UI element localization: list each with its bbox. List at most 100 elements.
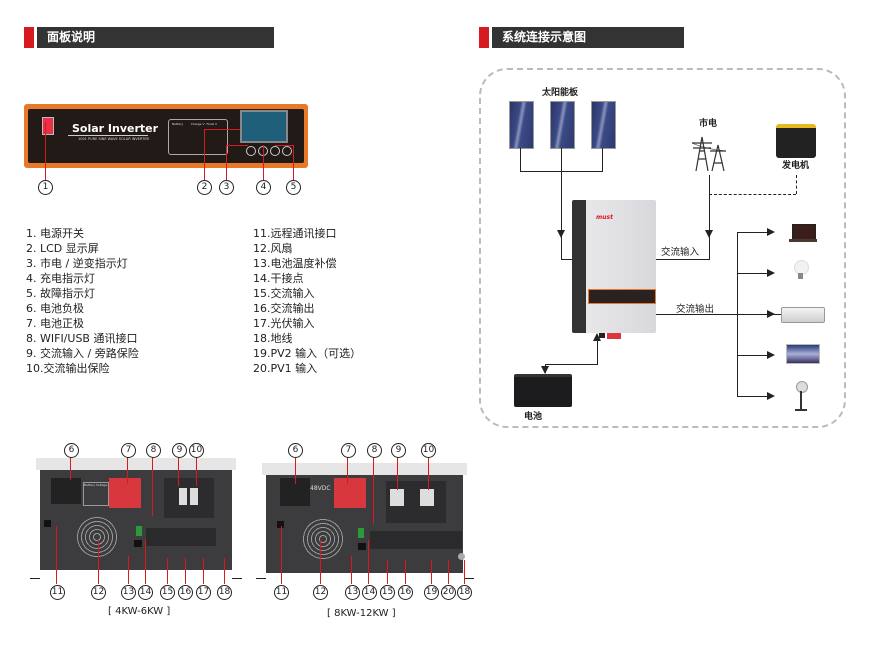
breaker-plate (164, 478, 214, 518)
brand-text: Solar Inverter (72, 122, 159, 135)
inverter-battery-terminal (599, 333, 605, 338)
callout-line-7 (127, 456, 128, 484)
wire (656, 259, 710, 260)
battery-negative-terminal (51, 478, 81, 504)
callout-12: 12 (313, 585, 328, 600)
callout-line-15 (167, 558, 168, 584)
callout-line-19 (431, 560, 432, 584)
legend-item: 8. WIFI/USB 通讯接口 (26, 332, 138, 345)
temp-sensor-port (134, 540, 142, 547)
legend-item: 13.电池温度补偿 (253, 257, 337, 270)
header-accent (479, 27, 489, 48)
callout-line-14 (368, 540, 369, 584)
ac-input-breaker (390, 489, 404, 506)
diagram-frame (479, 68, 846, 428)
ac-input-breaker (179, 488, 187, 505)
callout-line-10 (428, 456, 429, 490)
arrow-right-icon (767, 392, 775, 400)
callout-16: 16 (178, 585, 193, 600)
callout-line-3h (226, 145, 248, 146)
legend-item: 16.交流输出 (253, 302, 315, 315)
callout-line-12 (320, 540, 321, 584)
callout-16: 16 (398, 585, 413, 600)
arrow-right-icon (767, 351, 775, 359)
power-switch (42, 117, 54, 135)
callout-18: 18 (457, 585, 472, 600)
legend-item: 1. 电源开关 (26, 227, 84, 240)
section-header-system-diagram: 系统连接示意图 (479, 27, 684, 48)
rear-panel-4kw-6kw: Battery Voltage (36, 458, 236, 578)
legend-item: 4. 充电指示灯 (26, 272, 95, 285)
callout-line-8 (152, 456, 153, 516)
temp-sensor-port (358, 543, 366, 550)
callout-line-16 (185, 558, 186, 584)
inverter-red-terminal (607, 333, 621, 339)
legend-item: 11.远程通讯接口 (253, 227, 337, 240)
brand-underline (68, 135, 148, 136)
laptop-icon (789, 224, 817, 242)
callout-line-13 (351, 556, 352, 584)
battery-voltage-label: 48VDC (310, 485, 331, 492)
section-header-panel-description: 面板说明 (24, 27, 274, 48)
arrow-right-icon (767, 269, 775, 277)
fan-icon (791, 381, 811, 411)
legend-item: 17.光伏输入 (253, 317, 315, 330)
wire (656, 314, 781, 315)
callout-4: 4 (256, 180, 271, 195)
callout-18: 18 (217, 585, 232, 600)
battery-voltage-label: Battery Voltage (83, 482, 109, 506)
callout-1: 1 (38, 180, 53, 195)
callout-10: 10 (421, 443, 436, 458)
arrow-right-icon (767, 310, 775, 318)
legend-item: 20.PV1 输入 (253, 362, 318, 375)
panel-button (246, 146, 256, 156)
dry-contact (358, 528, 364, 538)
solar-panels-label: 太阳能板 (542, 88, 579, 98)
callout-line-13 (128, 556, 129, 584)
legend-item: 12.风扇 (253, 242, 293, 255)
battery-table-header: Battery Charge V Float V (172, 122, 217, 126)
inverter-brand-logo: must (596, 214, 613, 221)
callout-11: 11 (50, 585, 65, 600)
legend-item: 5. 故障指示灯 (26, 287, 95, 300)
television-icon (786, 344, 820, 364)
wire (597, 340, 598, 364)
callout-10: 10 (189, 443, 204, 458)
arrow-down-icon (541, 366, 549, 374)
callout-7: 7 (121, 443, 136, 458)
generator-dashed-wire (709, 194, 796, 195)
caption-4kw-6kw: [ 4KW-6KW ] (108, 606, 171, 617)
wire (545, 364, 598, 365)
wire (737, 396, 769, 397)
power-tower-icon (690, 133, 728, 172)
callout-13: 13 (345, 585, 360, 600)
light-bulb-icon (794, 260, 809, 280)
callout-19: 19 (424, 585, 439, 600)
ground-terminal (458, 553, 465, 560)
callout-line-14 (145, 540, 146, 584)
ac-output-breaker (190, 488, 198, 505)
fan-grille (302, 518, 344, 560)
callout-20: 20 (441, 585, 456, 600)
callout-8: 8 (146, 443, 161, 458)
wire (737, 355, 769, 356)
arrow-down-icon (557, 230, 565, 238)
callout-9: 9 (391, 443, 406, 458)
legend-item: 14.干接点 (253, 272, 304, 285)
ac-input-label: 交流输入 (661, 247, 700, 258)
wire (520, 171, 603, 172)
generator-dashed-wire (796, 175, 797, 194)
mount-foot (256, 578, 266, 579)
wire (737, 273, 769, 274)
callout-8: 8 (367, 443, 382, 458)
generator-label: 发电机 (782, 161, 810, 171)
rear-panel-8kw-12kw: 48VDC (262, 463, 467, 578)
callout-line-2h (204, 129, 240, 130)
callout-7: 7 (341, 443, 356, 458)
callout-13: 13 (121, 585, 136, 600)
mount-foot (30, 578, 40, 579)
callout-6: 6 (288, 443, 303, 458)
solar-panel-icon (509, 101, 534, 149)
battery-positive-terminal (109, 478, 141, 508)
callout-line-4 (263, 145, 264, 180)
